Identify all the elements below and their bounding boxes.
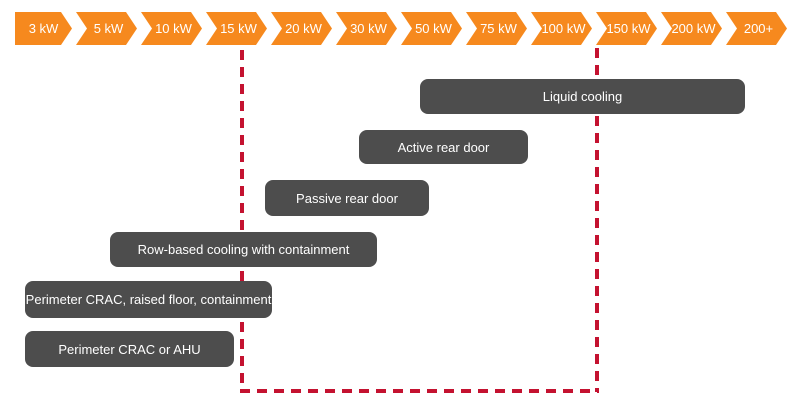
highlight-region-right-edge (595, 48, 599, 392)
highlight-region-bottom-edge (240, 389, 599, 393)
axis-segment-200kw: 200 kW (661, 12, 722, 45)
axis-segment-200plus: 200+ (726, 12, 787, 45)
bar-perimeter-crac-or-ahu: Perimeter CRAC or AHU (25, 331, 234, 367)
bar-liquid-cooling: Liquid cooling (420, 79, 745, 114)
bar-perimeter-crac-raised-floor: Perimeter CRAC, raised floor, containmen… (25, 281, 272, 318)
highlight-region-left-edge (240, 50, 244, 392)
axis-segment-100kw: 100 kW (531, 12, 592, 45)
axis-segment-15kw: 15 kW (206, 12, 267, 45)
axis-segment-20kw: 20 kW (271, 12, 332, 45)
bar-row-based-cooling: Row-based cooling with containment (110, 232, 377, 267)
axis-segment-30kw: 30 kW (336, 12, 397, 45)
power-density-axis: 3 kW 5 kW 10 kW 15 kW 20 kW 30 kW 50 kW … (15, 12, 787, 45)
bar-active-rear-door: Active rear door (359, 130, 528, 164)
axis-segment-75kw: 75 kW (466, 12, 527, 45)
axis-segment-3kw: 3 kW (15, 12, 72, 45)
axis-segment-5kw: 5 kW (76, 12, 137, 45)
bar-passive-rear-door: Passive rear door (265, 180, 429, 216)
axis-segment-50kw: 50 kW (401, 12, 462, 45)
axis-segment-150kw: 150 kW (596, 12, 657, 45)
axis-segment-10kw: 10 kW (141, 12, 202, 45)
